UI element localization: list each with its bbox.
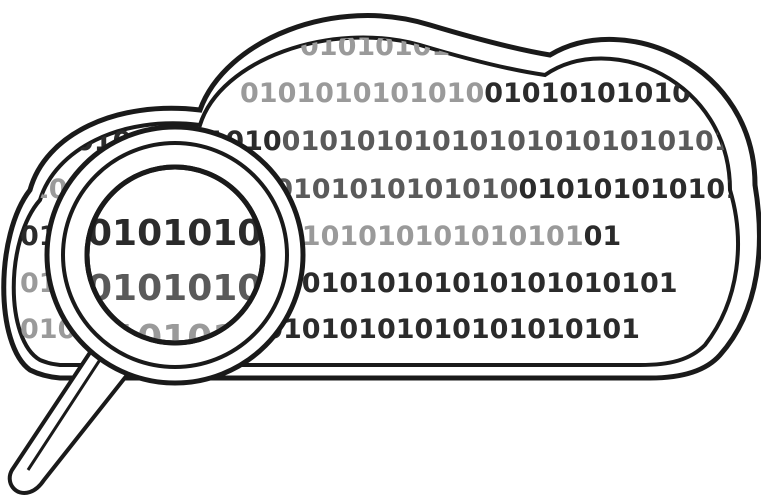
binary-segment: 0101010101010 [274, 174, 518, 205]
lens-binary-row: 010101010 [87, 213, 312, 254]
binary-segment: 0101010101010 [545, 126, 761, 157]
lens-binary-row: 010101010 [87, 268, 312, 309]
binary-segment: 01010101010101010101 [264, 314, 640, 345]
magnifier-handle-inner [26, 351, 107, 471]
binary-segment: 010101010101010 [518, 174, 761, 205]
magnifier-handle [7, 343, 137, 495]
binary-segment: 01010101010101 [282, 126, 545, 157]
binary-segment: 0101010101010 [240, 78, 484, 109]
binary-segment: 0101010101010101010101 [264, 268, 677, 299]
binary-segment: 01 [584, 221, 622, 252]
